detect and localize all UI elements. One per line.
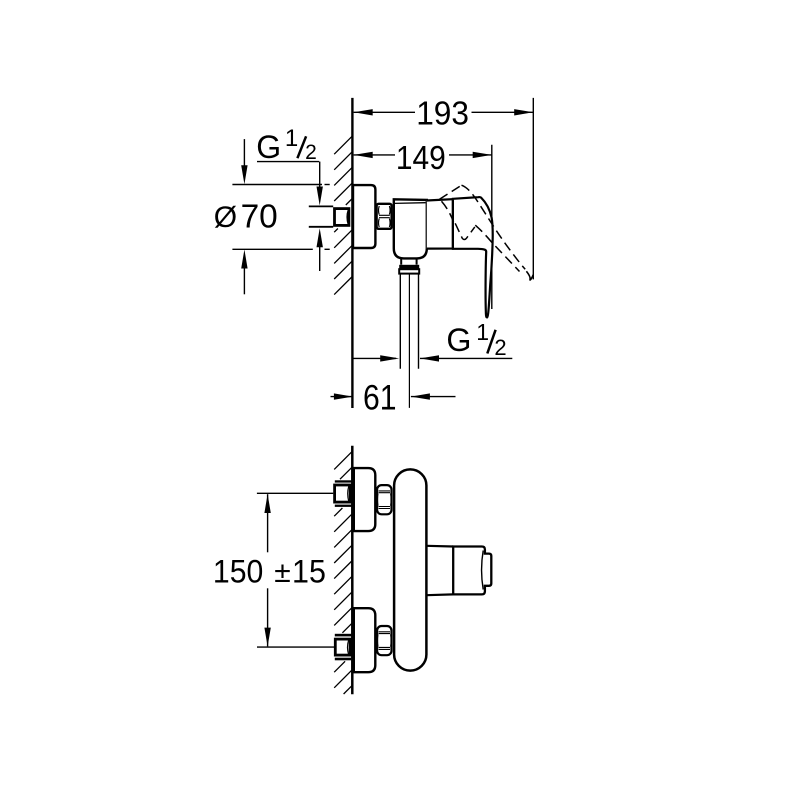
svg-text:70: 70 (241, 198, 278, 235)
svg-text:150: 150 (213, 553, 263, 589)
svg-text:±: ± (274, 556, 290, 589)
svg-text:2: 2 (494, 335, 506, 360)
svg-text:61: 61 (363, 379, 397, 418)
svg-text:2: 2 (305, 141, 317, 164)
svg-text:G: G (256, 129, 281, 165)
svg-text:193: 193 (416, 95, 469, 132)
svg-text:Ø: Ø (214, 201, 237, 234)
svg-text:149: 149 (396, 139, 446, 176)
svg-text:1: 1 (476, 319, 489, 345)
svg-text:15: 15 (292, 553, 326, 589)
svg-text:1: 1 (285, 125, 298, 152)
svg-text:G: G (446, 322, 471, 358)
